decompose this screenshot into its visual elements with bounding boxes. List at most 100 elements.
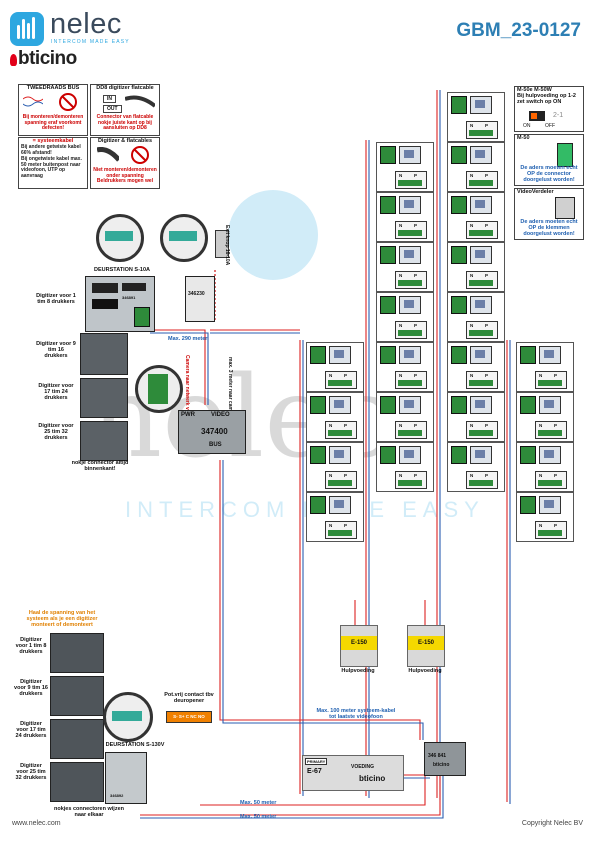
terminal-label: N bbox=[470, 473, 474, 478]
terminal-label: N bbox=[399, 473, 403, 478]
bticino-flame-icon bbox=[10, 54, 17, 66]
lower-digitizer-3 bbox=[50, 719, 104, 759]
terminal-label: N bbox=[470, 323, 474, 328]
terminal-label: N bbox=[329, 473, 333, 478]
terminal-label: N bbox=[399, 173, 403, 178]
terminal-label: P bbox=[344, 423, 348, 428]
exit-button-icon bbox=[215, 230, 229, 258]
lock-module-code: 346230 bbox=[188, 291, 205, 297]
lower-digitizer-label-3: Digitizer voor 17 tim 24 drukkers bbox=[15, 721, 47, 740]
terminal-label: N bbox=[399, 323, 403, 328]
terminal-label: N bbox=[470, 223, 474, 228]
videophone-screen bbox=[329, 346, 351, 364]
note-text: Bij hulpvoeding op 1-2 zet switch op ON bbox=[517, 93, 576, 106]
bus-distributor: 346 841 bticino bbox=[424, 742, 466, 776]
lower-digitizer-label-4: Digitizer voor 25 tim 32 drukkers bbox=[15, 763, 47, 782]
bticino-badge bbox=[122, 283, 146, 291]
connector-icon bbox=[557, 143, 573, 167]
twisted-pair-icon bbox=[23, 96, 43, 107]
terminal-label: N bbox=[539, 473, 543, 478]
bus-module bbox=[380, 296, 396, 314]
note-m50: M-50 De aders moeten echt OP de connecto… bbox=[514, 134, 584, 186]
note-video-splitter: VideoVerdeler De aders moeten echt OP de… bbox=[514, 188, 584, 240]
lower-contact-block: S- S+ C NC NO bbox=[166, 711, 212, 723]
bus-module bbox=[310, 496, 326, 514]
dd8-in-label: IN bbox=[103, 95, 116, 103]
lower-connector-note: nokjes connectoren wijzen naar elkaar bbox=[54, 806, 124, 819]
videophone-screen bbox=[329, 396, 351, 414]
interface-module: PWR VIDEO 347400 BUS bbox=[178, 410, 246, 454]
flatcable-icon bbox=[97, 147, 119, 162]
videophone-screen bbox=[470, 96, 492, 114]
legend-dd8: DD8 digitizer flatcable IN OUT Connector… bbox=[90, 84, 160, 136]
videophone-screen bbox=[399, 196, 421, 214]
bus-module bbox=[451, 346, 467, 364]
upper-digitizer-label-2: Digitizer voor 9 tim 16 drukkers bbox=[36, 341, 76, 360]
upper-distance: Max. 290 meter bbox=[168, 336, 208, 342]
note-title: VideoVerdeler bbox=[517, 189, 554, 195]
logo-text: nelec bbox=[50, 8, 122, 40]
interface-video-label: VIDEO bbox=[211, 412, 230, 418]
lower-digitizer-label-1: Digitizer voor 1 tim 8 drukkers bbox=[15, 637, 47, 656]
note-title: M-50e M-50W bbox=[517, 87, 552, 93]
lower-digitizer-label-2: Digitizer voor 9 tim 16 drukkers bbox=[14, 679, 48, 698]
legend-digitizer-flatcables: Digitizer & flatcables Niet monteren/dem… bbox=[90, 137, 160, 189]
terminal-label: N bbox=[470, 423, 474, 428]
terminal-label: P bbox=[485, 323, 489, 328]
legend-note-2: Bij ongetwiste kabel max. 50 meter buite… bbox=[21, 156, 82, 179]
terminal-label: P bbox=[485, 423, 489, 428]
main-psu-brand: bticino bbox=[359, 774, 386, 783]
switch-pins-label: 2-1 bbox=[553, 112, 564, 119]
switch-off-label: OFF bbox=[545, 123, 555, 129]
no-power-icon bbox=[131, 146, 149, 164]
psu-label: E-150 bbox=[408, 636, 444, 650]
upper-digitizer-label-3: Digitizer voor 17 tim 24 drukkers bbox=[38, 383, 74, 402]
distance-videophone: Max. 100 meter systeem-kabel tot laatste… bbox=[316, 708, 396, 721]
lock-module: 346230 bbox=[185, 276, 215, 322]
upper-station-panel: 346891 bbox=[85, 276, 155, 332]
terminal-label: P bbox=[485, 473, 489, 478]
main-psu-code: E-67 bbox=[307, 768, 322, 775]
videophone-screen bbox=[329, 446, 351, 464]
legend-title: = systeemkabel bbox=[32, 138, 74, 144]
terminal-label: N bbox=[539, 423, 543, 428]
bus-module bbox=[310, 396, 326, 414]
terminal-label: P bbox=[485, 373, 489, 378]
terminal-label: P bbox=[344, 373, 348, 378]
legend-system-cable: = systeemkabel Bij andere getwiste kabel… bbox=[18, 137, 88, 189]
lower-digitizer-1 bbox=[50, 633, 104, 673]
nelec-logo-icon bbox=[10, 12, 44, 46]
bus-module bbox=[451, 296, 467, 314]
videophone-screen bbox=[329, 496, 351, 514]
bus-module bbox=[451, 196, 467, 214]
note-title: M-50 bbox=[517, 135, 530, 141]
psu-caption-1: Hulpvoeding bbox=[341, 668, 375, 674]
upper-digitizer-3 bbox=[80, 421, 128, 461]
bus-module bbox=[520, 446, 536, 464]
terminal-label: N bbox=[470, 273, 474, 278]
videophone-screen bbox=[399, 296, 421, 314]
no-power-icon bbox=[59, 93, 77, 111]
terminal-label: P bbox=[414, 423, 418, 428]
bus-module bbox=[451, 146, 467, 164]
legend-warning: Bij monteren/demonteren spanning eraf vo… bbox=[22, 114, 84, 132]
interface-bus-label: BUS bbox=[209, 442, 222, 448]
lower-contact-title: Pot.vrij contact tbv deuropener bbox=[164, 692, 214, 705]
lower-station-panel: 346892 bbox=[105, 752, 147, 804]
bus-module bbox=[520, 396, 536, 414]
